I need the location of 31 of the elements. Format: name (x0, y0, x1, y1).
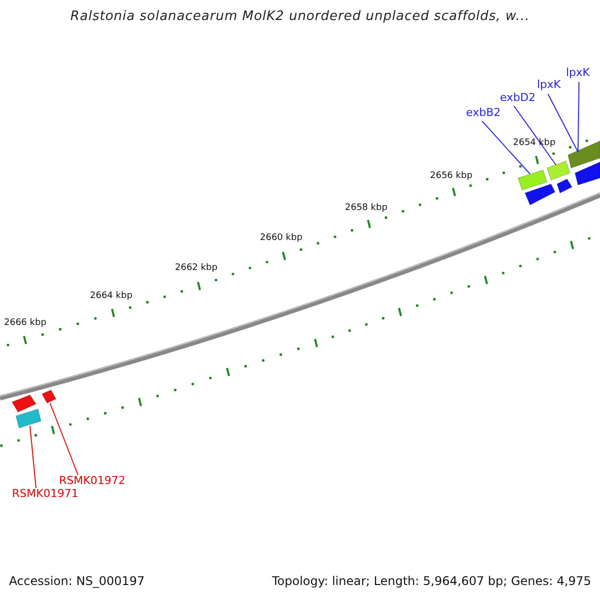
gene-feature-block (524, 184, 556, 206)
leader-line (50, 402, 78, 476)
gene-feature-block (556, 178, 572, 194)
gene-label: exbD2 (500, 92, 536, 105)
gene-label: lpxK (566, 67, 590, 80)
gene-label: RSMK01971 (12, 488, 78, 501)
genome-info-text: Topology: linear; Length: 5,964,607 bp; Genes: 4,975 (272, 575, 592, 589)
gene-feature-block (16, 408, 42, 428)
leader-line (548, 94, 578, 152)
title: Ralstonia solanacearum MolK2 unordered unplaced scaffolds, w... (70, 9, 530, 24)
leader-line (482, 120, 530, 174)
leader-line (514, 106, 556, 166)
scale-label: 2658 kbp (345, 203, 388, 214)
gene-label: lpxK (537, 79, 561, 92)
gene-feature-block (546, 160, 570, 180)
gene-label: exbB2 (466, 107, 501, 120)
gene-feature-block (42, 390, 56, 404)
scale-label: 2664 kbp (90, 291, 132, 302)
gene-feature-block (574, 162, 600, 186)
leader-line (30, 426, 36, 488)
gene-feature-block (568, 140, 600, 168)
gene-feature-block (518, 170, 548, 190)
leader-line (578, 82, 580, 152)
scale-label: 2662 kbp (175, 263, 218, 274)
scale-label: 2666 kbp (4, 318, 46, 328)
gene-feature-block (12, 394, 36, 412)
scale-label: 2654 kbp (513, 138, 556, 148)
scale-label: 2660 kbp (260, 233, 302, 244)
scale-label: 2656 kbp (430, 171, 472, 182)
accession-text: Accession: NS_000197 (9, 575, 145, 589)
gene-label: RSMK01972 (59, 475, 126, 488)
